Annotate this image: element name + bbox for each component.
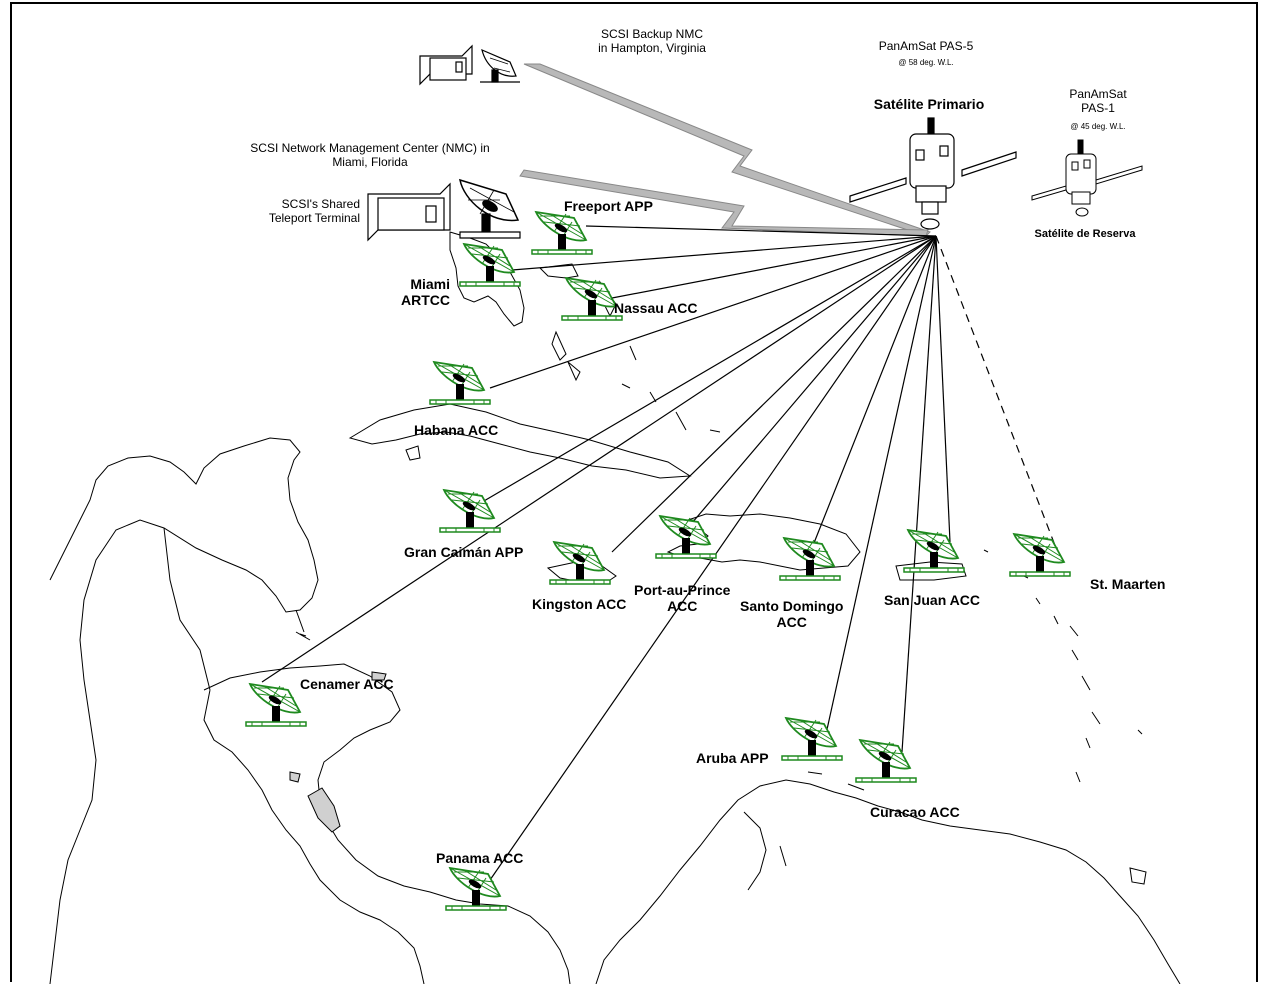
backup-nmc-building [419, 44, 520, 86]
dish-miami-icon [459, 243, 521, 287]
lake-honduras [371, 671, 387, 681]
station-label-miami: Miami ARTCC [401, 276, 450, 309]
nmc-beam [519, 169, 929, 237]
primary-satellite-icon [849, 117, 1017, 230]
nmc-label: SCSI Network Management Center (NMC) in … [250, 141, 490, 169]
dish-cenamer-icon [245, 683, 307, 727]
station-label-gran-caiman: Gran Caimán APP [404, 544, 524, 560]
dish-panama-icon [445, 867, 507, 911]
link-gran-caiman [471, 235, 937, 509]
south-america-coast [595, 779, 1181, 984]
link-san-juan [935, 235, 951, 543]
link-aruba [825, 235, 937, 735]
cuba-outline [348, 403, 692, 479]
lakes [289, 671, 387, 833]
backup-nmc-label: SCSI Backup NMC in Hampton, Virginia [598, 27, 706, 55]
bahamas-outline [538, 263, 721, 433]
mainland-outline [49, 437, 319, 984]
link-miami [511, 235, 937, 271]
yucatan-outline [295, 609, 311, 641]
link-santo-domingo [811, 235, 937, 549]
station-label-san-juan: San Juan ACC [884, 592, 980, 608]
pas1-position-label: @ 45 deg. W.L. [1070, 122, 1126, 131]
beams [519, 63, 931, 237]
dish-santo-domingo-icon [779, 537, 841, 581]
station-label-port-au-prince: Port-au-Prince ACC [634, 582, 731, 615]
station-label-freeport: Freeport APP [564, 198, 653, 214]
link-freeport [585, 225, 937, 237]
station-label-habana: Habana ACC [414, 422, 499, 438]
link-cenamer [261, 235, 937, 683]
link-habana [489, 235, 937, 389]
pas5-name-label: PanAmSat PAS-5 [878, 39, 974, 53]
curacao-island [847, 783, 865, 791]
lake-managua [289, 771, 301, 783]
map-outline [49, 231, 1181, 984]
central-america-outline [203, 663, 571, 984]
station-label-santo-domingo: Santo Domingo ACC [740, 598, 844, 631]
station-label-curacao: Curacao ACC [870, 804, 960, 820]
reserve-satellite-label: Satélite de Reserva [1034, 228, 1136, 240]
dish-st-maarten-icon [1009, 533, 1071, 577]
station-label-panama: Panama ACC [436, 850, 524, 866]
link-kingston [611, 235, 937, 553]
station-label-st-maarten: St. Maarten [1090, 576, 1166, 592]
teleport-label: SCSI's Shared Teleport Terminal [268, 197, 360, 225]
satellite-links [261, 225, 1057, 881]
guatemala-border [163, 527, 425, 984]
diagram-frame [10, 2, 1258, 982]
dish-curacao-icon [855, 739, 917, 783]
link-curacao [901, 235, 937, 753]
station-label-cenamer: Cenamer ACC [300, 676, 394, 692]
backup-beam [523, 63, 931, 237]
dish-habana-icon [429, 361, 491, 405]
link-st-maarten [935, 235, 1057, 549]
dish-san-juan-icon [903, 529, 965, 573]
station-label-kingston: Kingston ACC [532, 596, 627, 612]
hispaniola-outline [666, 513, 861, 571]
dish-freeport-icon [531, 211, 593, 255]
venezuela-lake [743, 811, 787, 891]
isla-juventud [405, 445, 421, 461]
trinidad-island [1129, 867, 1147, 885]
aruba-island [807, 771, 823, 775]
dish-nassau-icon [561, 277, 623, 321]
pas5-position-label: @ 58 deg. W.L. [898, 58, 954, 67]
reserve-satellite-icon [1031, 139, 1143, 217]
station-label-aruba: Aruba APP [696, 750, 769, 766]
lake-nicaragua [307, 787, 341, 833]
pas1-name-label: PanAmSat PAS-1 [1069, 87, 1127, 115]
primary-satellite-label: Satélite Primario [873, 96, 985, 112]
station-label-nassau: Nassau ACC [614, 300, 698, 316]
dish-aruba-icon [781, 717, 843, 761]
nmc-teleport-building [367, 178, 521, 242]
dish-port-au-prince-icon [655, 515, 717, 559]
link-port-au-prince [685, 235, 937, 531]
link-nassau [611, 235, 937, 299]
